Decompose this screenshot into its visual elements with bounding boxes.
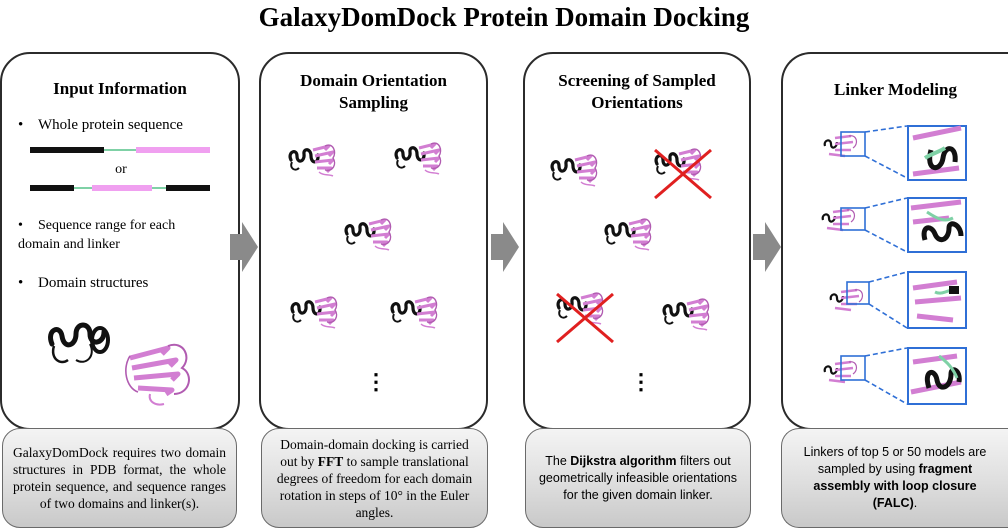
bullet-label: Domain structures bbox=[38, 275, 149, 291]
panel-title-line1: Screening of Sampled bbox=[558, 71, 716, 90]
panel-title-line2: Sampling bbox=[339, 93, 408, 112]
flow-arrow-icon bbox=[230, 222, 258, 272]
panel-linker-modeling: Linker Modeling bbox=[781, 52, 1008, 430]
flow-arrow-icon bbox=[491, 222, 519, 272]
bullet-sequence-range: •Sequence range for each domain and link… bbox=[18, 216, 218, 254]
caption-input-information: GalaxyDomDock requires two domain struct… bbox=[2, 428, 237, 528]
screened-orientation-image bbox=[662, 297, 711, 332]
sampled-orientation-image bbox=[288, 143, 337, 178]
panel-domain-orientation-sampling: Domain Orientation Sampling ⋮ bbox=[259, 52, 488, 430]
caption-text: The Dijkstra algorithm filters out geome… bbox=[536, 453, 740, 504]
sampled-orientation-image bbox=[290, 295, 339, 330]
panel-screening-orientations: Screening of Sampled Orientations ⋮ bbox=[523, 52, 751, 430]
sequence-bar-2 bbox=[30, 185, 210, 191]
sequence-bar-1 bbox=[30, 147, 210, 153]
sampled-orientation-image bbox=[394, 141, 443, 176]
sampled-orientation-image bbox=[344, 217, 393, 252]
linker-model-row bbox=[821, 197, 967, 253]
caption-domain-orientation-sampling: Domain-domain docking is carried out by … bbox=[261, 428, 488, 528]
bullet-domain-structures: • Domain structures bbox=[18, 274, 148, 293]
linker-model-row bbox=[829, 271, 967, 329]
flow-arrow-icon bbox=[753, 222, 781, 272]
panel-title-line2: Orientations bbox=[591, 93, 683, 112]
sampled-orientation-image bbox=[390, 295, 439, 330]
bullet-icon: • bbox=[18, 117, 24, 133]
linker-model-row bbox=[823, 125, 967, 181]
caption-text-post: filters out geometrically infeasible ori… bbox=[538, 453, 738, 502]
caption-text-bold: FFT bbox=[317, 453, 344, 469]
bullet-label: Sequence range for each domain and linke… bbox=[18, 218, 176, 252]
caption-text: Linkers of top 5 or 50 models are sample… bbox=[792, 444, 998, 512]
caption-text-post: . bbox=[913, 496, 918, 510]
more-orientations-ellipsis: ⋮ bbox=[630, 369, 652, 394]
caption-text: Domain-domain docking is carried out by … bbox=[272, 436, 477, 521]
bullet-icon: • bbox=[18, 218, 23, 233]
caption-text-post: to sample translational degrees of freed… bbox=[276, 453, 473, 520]
rejected-orientation-image bbox=[653, 147, 713, 200]
caption-text-pre: The bbox=[545, 453, 571, 468]
caption-text-bold: fragment assembly with loop closure (FAL… bbox=[813, 462, 977, 510]
domain-structure-pink-image bbox=[125, 343, 190, 406]
screened-orientation-image bbox=[604, 217, 653, 252]
or-label: or bbox=[115, 162, 127, 177]
rejected-orientation-image bbox=[555, 291, 615, 344]
linker-model-row bbox=[823, 347, 967, 405]
caption-text: GalaxyDomDock requires two domain struct… bbox=[13, 445, 226, 511]
panel-input-information: Input Information • Whole protein sequenc… bbox=[0, 52, 240, 430]
caption-linker-modeling: Linkers of top 5 or 50 models are sample… bbox=[781, 428, 1008, 528]
caption-text-pre: Domain-domain docking is carried out by bbox=[280, 436, 469, 469]
panel-title: Linker Modeling bbox=[834, 80, 957, 99]
screened-orientation-image bbox=[550, 153, 599, 188]
bullet-icon: • bbox=[18, 275, 24, 291]
more-orientations-ellipsis: ⋮ bbox=[365, 369, 387, 394]
caption-text-pre: Linkers of top 5 or 50 models are sample… bbox=[803, 445, 987, 476]
caption-screening-orientations: The Dijkstra algorithm filters out geome… bbox=[525, 428, 751, 528]
panel-title-line1: Domain Orientation bbox=[300, 71, 447, 90]
bullet-whole-sequence: • Whole protein sequence bbox=[18, 116, 183, 135]
bullet-label: Whole protein sequence bbox=[38, 117, 183, 133]
page-title: GalaxyDomDock Protein Domain Docking bbox=[258, 2, 750, 32]
domain-structure-black-image bbox=[48, 322, 110, 364]
panel-title: Input Information bbox=[53, 79, 187, 98]
caption-text-bold: Dijkstra algorithm bbox=[570, 453, 677, 468]
